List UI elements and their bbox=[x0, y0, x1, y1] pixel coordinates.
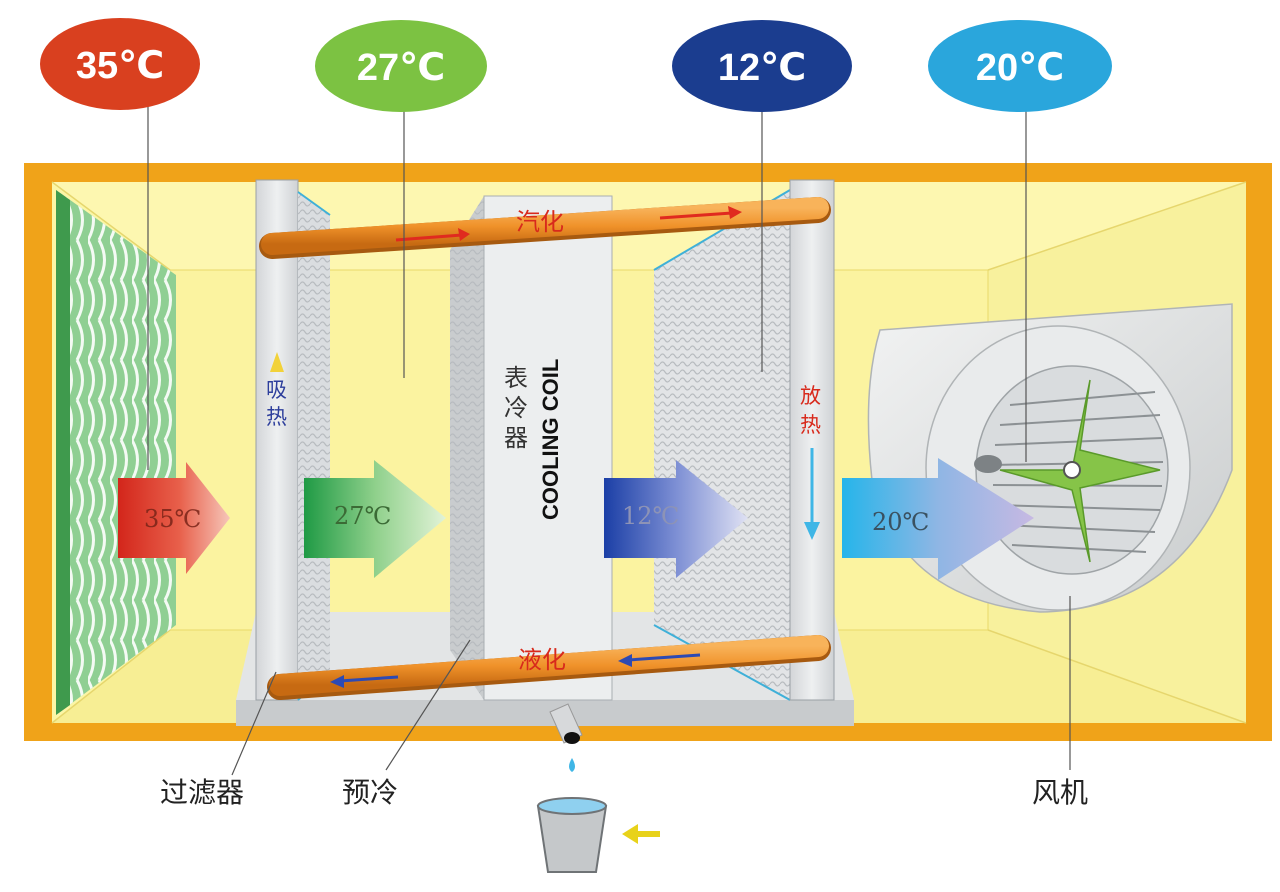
top-pipe-label: 汽化 bbox=[516, 208, 564, 236]
bottom-pipe-label: 液化 bbox=[518, 646, 566, 674]
badge-12-text: 12℃ bbox=[718, 47, 806, 89]
water-drop bbox=[569, 758, 575, 772]
badge-20: 20℃ bbox=[928, 20, 1112, 112]
precool-label: 预冷 bbox=[342, 776, 398, 809]
fan-shaft bbox=[974, 455, 1002, 473]
bucket-arrow-icon bbox=[622, 824, 660, 844]
flow-label-20: 20℃ bbox=[872, 508, 929, 536]
badge-12: 12℃ bbox=[672, 20, 852, 112]
badge-27: 27℃ bbox=[315, 20, 487, 112]
reheat-frame bbox=[790, 180, 834, 700]
coil-cn-char-1: 表 bbox=[504, 364, 528, 392]
badge-20-text: 20℃ bbox=[976, 47, 1064, 89]
badge-35-text: 35℃ bbox=[76, 45, 164, 87]
flow-label-27: 27℃ bbox=[334, 502, 391, 530]
flow-label-35: 35℃ bbox=[144, 505, 201, 533]
coil-en-label: COOLING COIL bbox=[538, 359, 563, 520]
water-bucket bbox=[538, 798, 606, 872]
fan-label: 风机 bbox=[1032, 776, 1088, 809]
release-char-2: 热 bbox=[800, 413, 821, 437]
absorb-char-1: 吸 bbox=[266, 378, 287, 402]
absorb-char-2: 热 bbox=[266, 405, 287, 429]
coil-cn-char-3: 器 bbox=[504, 424, 528, 452]
coil-cn-char-2: 冷 bbox=[504, 394, 528, 422]
flow-label-12: 12℃ bbox=[622, 502, 679, 530]
fan-hub bbox=[1064, 462, 1080, 478]
badge-27-text: 27℃ bbox=[357, 47, 445, 89]
badge-35: 35℃ bbox=[40, 18, 200, 110]
release-char-1: 放 bbox=[800, 384, 821, 408]
base-tray bbox=[236, 700, 854, 726]
filter-label: 过滤器 bbox=[160, 776, 244, 809]
filter-wave-pattern bbox=[56, 190, 176, 715]
